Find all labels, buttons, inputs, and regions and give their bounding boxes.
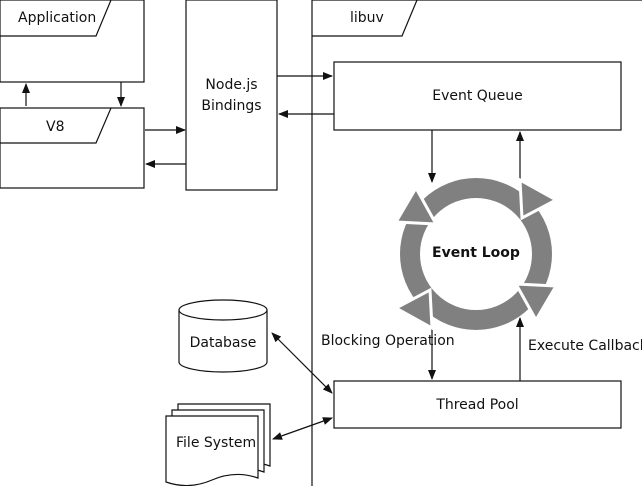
thread-pool-label: Thread Pool	[436, 397, 519, 413]
file-system-label: File System	[176, 435, 257, 451]
application-label: Application	[18, 10, 97, 26]
libuv-container	[311, 0, 642, 486]
database-cylinder	[178, 299, 268, 373]
v8-label: V8	[46, 119, 65, 135]
event-queue-box	[333, 61, 622, 131]
application-box	[0, 0, 145, 83]
bindings-box	[185, 0, 278, 191]
blocking-operation-label: Blocking Operation	[321, 333, 455, 349]
v8-box	[0, 107, 145, 189]
database-label: Database	[189, 335, 257, 351]
libuv-label: libuv	[350, 10, 384, 26]
event-queue-label: Event Queue	[432, 88, 523, 104]
arrow-filesystem-thread-pool	[272, 417, 333, 440]
file-system-documents	[165, 403, 271, 486]
event-loop-cycle-icon	[392, 177, 560, 331]
bindings-label-line1: Node.js	[205, 77, 258, 93]
thread-pool-box	[333, 380, 622, 429]
event-loop-label: Event Loop	[432, 245, 520, 261]
bindings-label-line2: Bindings	[201, 98, 262, 114]
execute-callback-label: Execute Callback	[528, 338, 642, 354]
arrow-database-thread-pool	[271, 332, 333, 394]
